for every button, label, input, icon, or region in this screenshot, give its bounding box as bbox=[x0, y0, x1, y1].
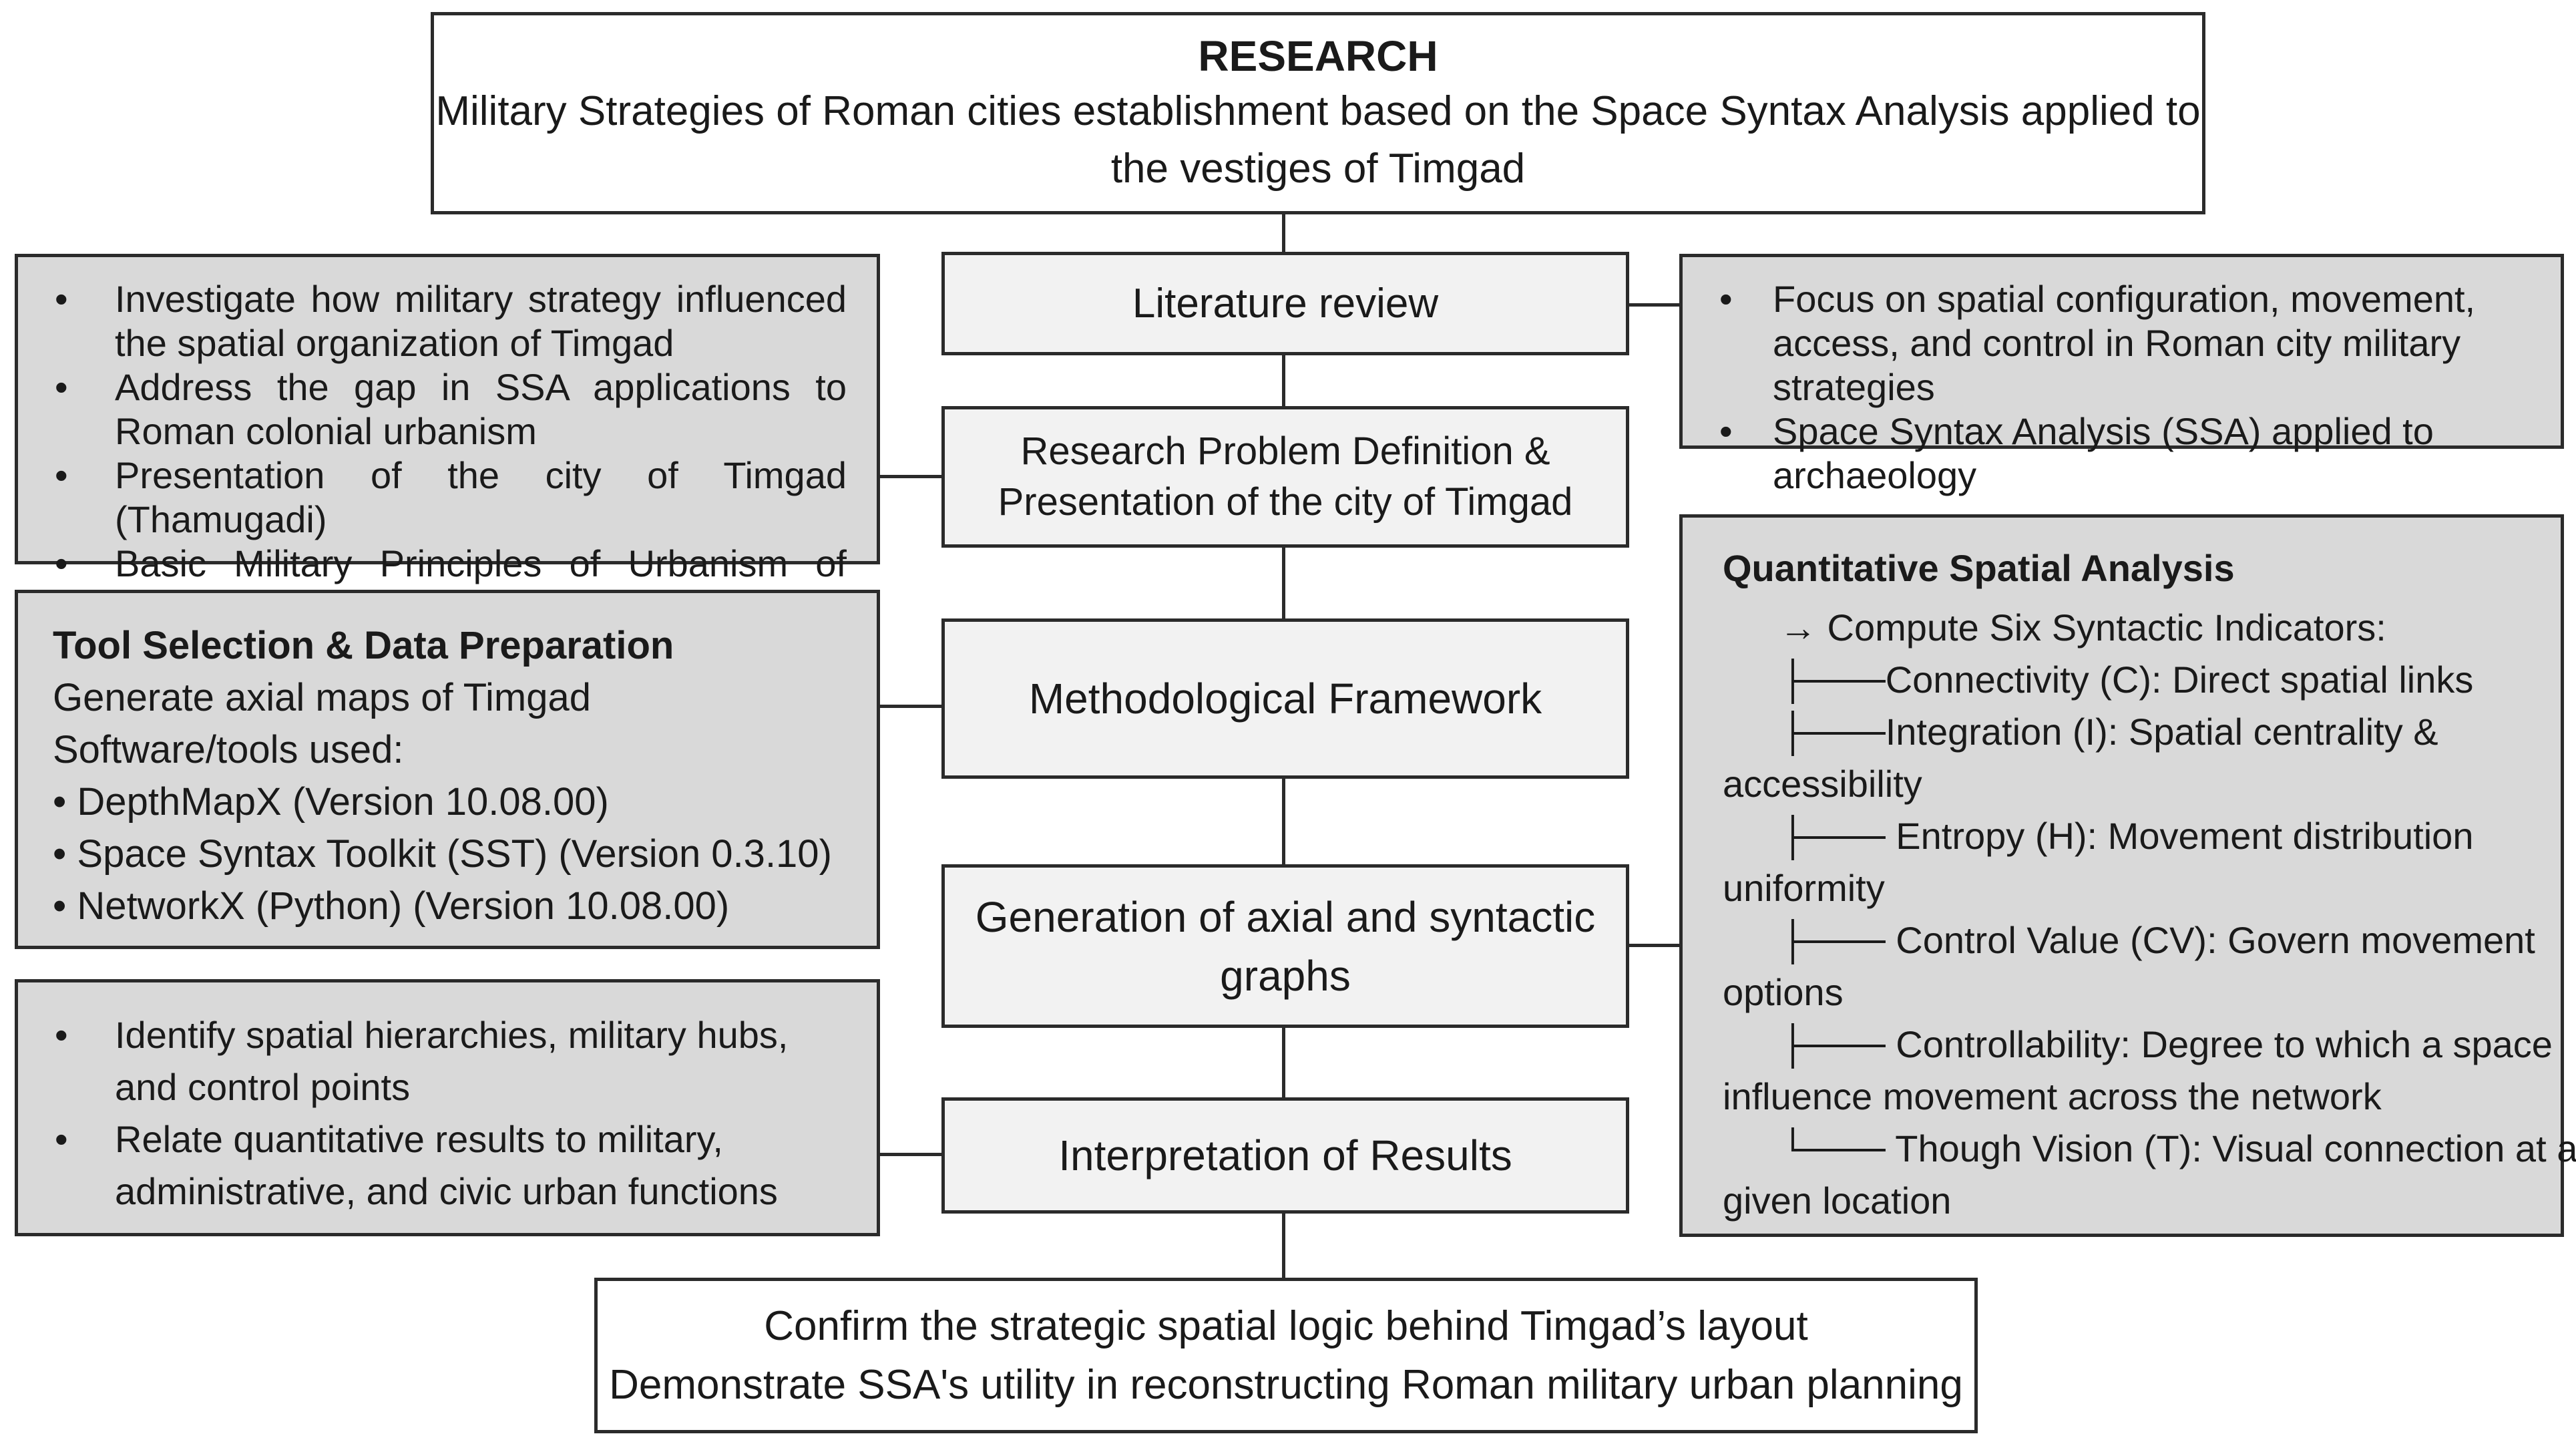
outcome-box: Confirm the strategic spatial logic behi… bbox=[594, 1278, 1978, 1433]
indicator-controllability-cont: influence movement across the network bbox=[1723, 1075, 2382, 1117]
literature-note: Focus on spatial configuration, movement… bbox=[1683, 277, 2534, 409]
indicator-entropy: ├─── Entropy (H): Movement distribution bbox=[1779, 815, 2474, 857]
indicator-through-vision: └─── Though Vision (T): Visual connectio… bbox=[1779, 1127, 2576, 1169]
tool-line: • Space Syntax Toolkit (SST) (Version 0.… bbox=[53, 832, 832, 876]
problem-note: Address the gap in SSA applications to R… bbox=[18, 365, 847, 454]
interpretation-note: Identify spatial hierarchies, military h… bbox=[18, 1009, 857, 1113]
step-problem-line1: Research Problem Definition & bbox=[1020, 429, 1550, 473]
step-methodological-framework: Methodological Framework bbox=[941, 618, 1629, 779]
indicator-integration-cont: accessibility bbox=[1723, 763, 1922, 805]
research-title-line1: Military Strategies of Roman cities esta… bbox=[435, 87, 2201, 134]
interpretation-notes-box: Identify spatial hierarchies, military h… bbox=[15, 979, 880, 1236]
outcome-line1: Confirm the strategic spatial logic behi… bbox=[764, 1302, 1808, 1349]
indicator-integration: ├───Integration (I): Spatial centrality … bbox=[1779, 711, 2438, 753]
literature-note: Space Syntax Analysis (SSA) applied to a… bbox=[1683, 409, 2534, 498]
connector-literature-right bbox=[1626, 303, 1679, 307]
indicator-control-value-cont: options bbox=[1723, 971, 1844, 1013]
problem-note: Presentation of the city of Timgad (Tham… bbox=[18, 454, 847, 542]
literature-notes-list: Focus on spatial configuration, movement… bbox=[1683, 277, 2534, 498]
connector-method-left bbox=[880, 705, 941, 708]
interpretation-notes-list: Identify spatial hierarchies, military h… bbox=[18, 1009, 857, 1218]
tool-selection-box: Tool Selection & Data Preparation Genera… bbox=[15, 590, 880, 949]
step-graph-line2: graphs bbox=[1220, 951, 1351, 1000]
indicator-controllability: ├─── Controllability: Degree to which a … bbox=[1779, 1023, 2553, 1065]
step-graph-line1: Generation of axial and syntactic bbox=[975, 892, 1596, 941]
step-interpretation: Interpretation of Results bbox=[941, 1097, 1629, 1214]
indicator-intro: → Compute Six Syntactic Indicators: bbox=[1779, 606, 2386, 649]
quantitative-analysis-heading: Quantitative Spatial Analysis bbox=[1723, 547, 2235, 589]
step-literature-review-label: Literature review bbox=[1132, 280, 1439, 327]
tool-selection-heading: Tool Selection & Data Preparation bbox=[53, 624, 674, 667]
indicator-entropy-cont: uniformity bbox=[1723, 867, 1885, 909]
step-problem-line2: Presentation of the city of Timgad bbox=[998, 480, 1573, 524]
indicator-connectivity: ├───Connectivity (C): Direct spatial lin… bbox=[1779, 659, 2474, 701]
connector-problem-left bbox=[880, 475, 941, 478]
tool-line: Software/tools used: bbox=[53, 728, 404, 771]
research-title-line2: the vestiges of Timgad bbox=[1110, 145, 1526, 192]
indicator-tree: → Compute Six Syntactic Indicators: ├───… bbox=[1723, 602, 2576, 1227]
step-problem-definition: Research Problem Definition & Presentati… bbox=[941, 406, 1629, 548]
problem-note: Investigate how military strategy influe… bbox=[18, 277, 847, 365]
quantitative-analysis-box: Quantitative Spatial Analysis → Compute … bbox=[1679, 514, 2576, 1237]
interpretation-note: Relate quantitative results to military,… bbox=[18, 1113, 857, 1218]
tool-line: Generate axial maps of Timgad bbox=[53, 676, 591, 719]
step-literature-review: Literature review bbox=[941, 252, 1629, 355]
literature-notes-box: Focus on spatial configuration, movement… bbox=[1679, 254, 2564, 496]
tool-line: • NetworkX (Python) (Version 10.08.00) bbox=[53, 884, 730, 928]
step-graph-generation: Generation of axial and syntactic graphs bbox=[941, 864, 1629, 1028]
problem-notes-list: Investigate how military strategy influe… bbox=[18, 277, 847, 630]
connector-interpretation-left bbox=[880, 1153, 941, 1156]
step-methodological-framework-label: Methodological Framework bbox=[1028, 675, 1542, 723]
indicator-through-vision-cont: given location bbox=[1723, 1180, 1952, 1222]
tool-line: • DepthMapX (Version 10.08.00) bbox=[53, 780, 609, 824]
outcome-line2: Demonstrate SSA's utility in reconstruct… bbox=[609, 1361, 1963, 1408]
research-label: RESEARCH bbox=[1198, 31, 1438, 80]
problem-notes-box: Investigate how military strategy influe… bbox=[15, 254, 880, 628]
indicator-control-value: ├─── Control Value (CV): Govern movement bbox=[1779, 919, 2535, 961]
research-title-box: RESEARCH Military Strategies of Roman ci… bbox=[431, 12, 2205, 214]
step-interpretation-label: Interpretation of Results bbox=[1058, 1131, 1512, 1180]
connector-graphs-right bbox=[1626, 944, 1679, 947]
